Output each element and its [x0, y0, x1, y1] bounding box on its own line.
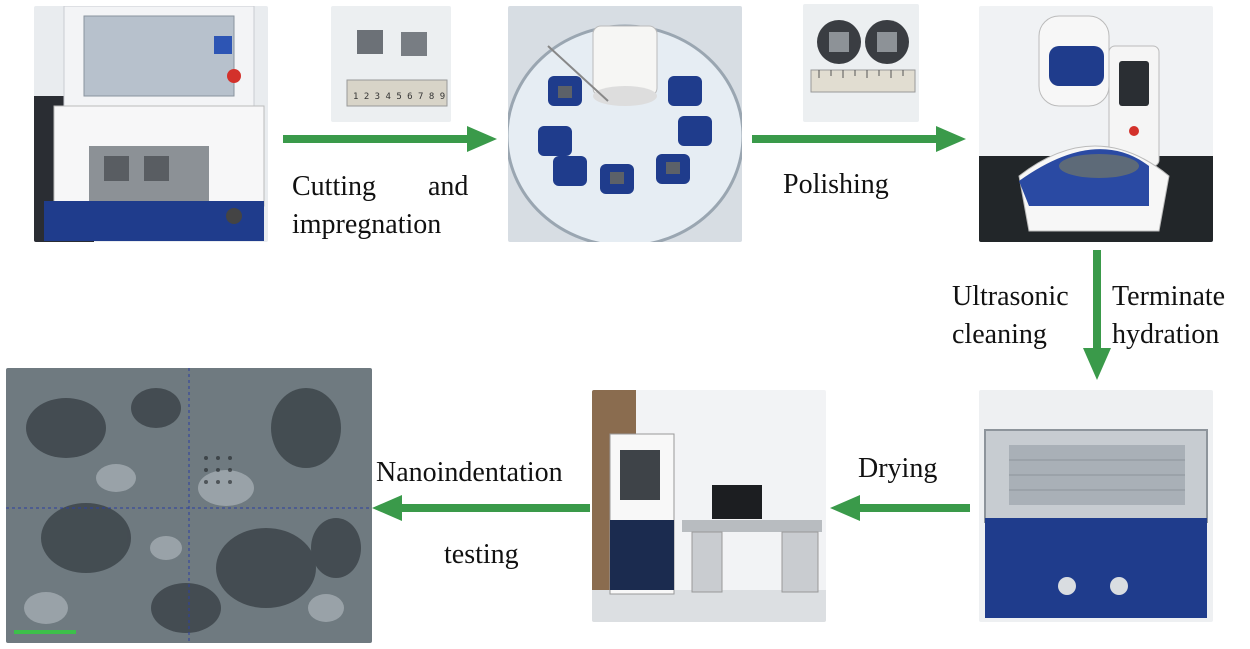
arrow-cutting-to-impregnation: [283, 126, 497, 152]
cutting-machine-photo: [34, 6, 268, 242]
polished-samples-photo: [803, 4, 919, 122]
label-and: and: [428, 171, 469, 202]
label-impregnation: impregnation: [292, 209, 442, 240]
label-ultrasonic: Ultrasonic: [952, 281, 1069, 312]
arrow-nanoindentation: [372, 495, 590, 521]
label-terminate: Terminate: [1112, 281, 1226, 312]
label-testing: testing: [444, 539, 519, 570]
arrow-polishing-to-cleaning: [1083, 250, 1111, 380]
label-drying: Drying: [858, 453, 938, 484]
ruler-digits: 1 2 3 4 5 6 7 8 9: [353, 92, 445, 102]
label-cutting: Cutting: [292, 171, 377, 202]
ultrasonic-cleaner-photo: [979, 390, 1213, 622]
polishing-machine-photo: [979, 6, 1213, 242]
label-cleaning: cleaning: [952, 319, 1047, 350]
label-nanoindentation: Nanoindentation: [376, 457, 563, 488]
label-polishing: Polishing: [783, 169, 889, 200]
nanoindenter-photo: [592, 390, 826, 622]
arrow-drying: [830, 495, 970, 521]
label-hydration: hydration: [1112, 319, 1220, 350]
vacuum-impregnation-photo: [508, 6, 742, 242]
micrograph-photo: [6, 368, 372, 643]
cut-samples-photo: 1 2 3 4 5 6 7 8 9: [331, 6, 451, 122]
arrow-impregnation-to-polishing: [752, 126, 966, 152]
